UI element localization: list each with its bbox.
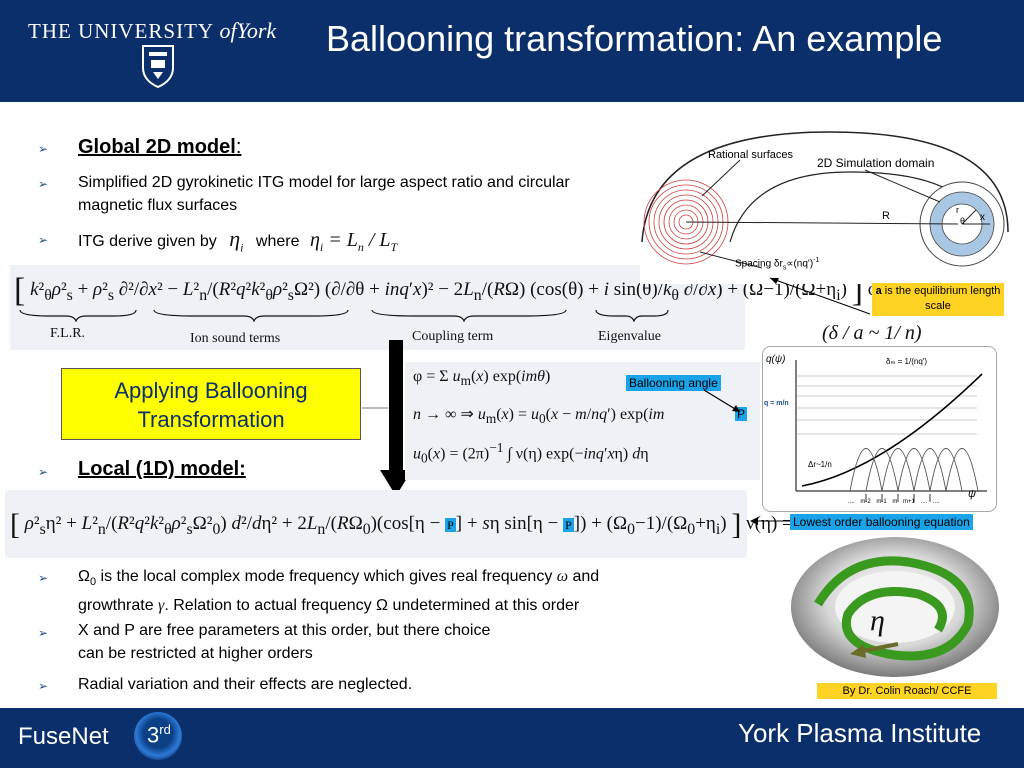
lowest-order-tag: Lowest order ballooning equation	[790, 514, 973, 530]
down-arrow-icon	[362, 340, 412, 496]
fusenet-label: FuseNet	[18, 723, 109, 750]
simplified-model-text: Simplified 2D gyrokinetic ITG model for …	[78, 174, 570, 214]
third-badge-icon: 3rd	[134, 712, 182, 760]
x-label: x	[980, 212, 985, 223]
credit-box: By Dr. Colin Roach/ CCFE	[817, 683, 997, 699]
slide-title: Ballooning transformation: An example	[326, 18, 943, 59]
equilibrium-box: a is the equilibrium length scale	[872, 283, 1004, 316]
simulation-domain-label: 2D Simulation domain	[817, 156, 935, 170]
equation-underbraces	[19, 309, 669, 322]
header-bar	[0, 0, 1024, 102]
ballooning-angle-tag: Ballooning angle	[626, 375, 721, 391]
transform-eq-3: u0(x) = (2π)−1 ∫ ν(η) exp(−inq′xη) dη	[413, 440, 649, 466]
r-major-label: R	[882, 210, 890, 222]
local-equation: [ ρ²sη² + L²n/(R²q²k²θρ²sΩ²0) d²/dη² + 2…	[10, 508, 807, 541]
local-model-heading: Local (1D) model:	[78, 458, 246, 480]
bullet-arrow-icon: ➢	[38, 142, 49, 156]
theta-label: θ	[960, 216, 966, 226]
flr-label: F.L.R.	[50, 326, 86, 341]
ballooning-angle-arrow	[703, 389, 741, 413]
eta-symbol: η	[870, 604, 885, 637]
ion-sound-label: Ion sound terms	[190, 331, 281, 346]
radial-text: Radial variation and their effects are n…	[78, 676, 413, 693]
plot-dm-label: δₘ = 1/(nq')	[886, 357, 927, 366]
r-minor-label: r	[956, 205, 959, 215]
global-equation: [ k²θρ²s + ρ²s ∂²/∂x² − L²n/(R²q²k²θρ²sΩ…	[14, 272, 943, 309]
spacing-label: Spacing δrs∝(nq')-1	[735, 257, 820, 272]
york-plasma-institute-label: York Plasma Institute	[738, 718, 982, 748]
global-model-heading: Global 2D model:	[78, 136, 242, 158]
bullet-arrow-icon: ➢	[38, 679, 49, 693]
itg-text: ITG derive given by ηi where ηi = Ln / L…	[78, 226, 398, 255]
local-equation-box	[5, 490, 747, 558]
eigenvalue-label: Eigenvalue	[598, 329, 661, 344]
bullet-arrow-icon: ➢	[38, 233, 49, 247]
xp-text: X and P are free parameters at this orde…	[78, 622, 491, 662]
university-crest-icon	[142, 45, 174, 88]
bullet-arrow-icon: ➢	[38, 571, 49, 585]
rational-surfaces-label: Rational surfaces	[708, 149, 793, 161]
lowest-order-arrow	[750, 517, 790, 525]
global-equation-box	[10, 265, 745, 350]
plot-ticks: .... m-2 m-1 m m+1 .... ....	[848, 499, 940, 505]
torus-field-line-image	[791, 537, 999, 677]
plot-ylabel: q(ψ)	[766, 354, 786, 365]
coupling-label: Coupling term	[412, 329, 494, 344]
plot-qmn-label: q = m/n	[764, 400, 789, 407]
transform-eq-2: n → ∞ ⇒ um(x) = u0(x − m/nq′) exp(im	[413, 406, 665, 427]
equilibrium-arrow	[769, 277, 871, 315]
delta-ratio: (δ / a ~ 1/ n)	[822, 322, 922, 344]
transform-eq-1: φ = Σ um(x) exp(imθ)	[413, 368, 551, 389]
plot-xlabel: ψ	[968, 488, 977, 500]
university-logo-text: THE UNIVERSITY ofYork	[28, 18, 277, 43]
omega0-text: Ω0 is the local complex mode frequency w…	[78, 568, 600, 615]
bullet-arrow-icon: ➢	[38, 626, 49, 640]
applying-ballooning-box: Applying Ballooning Transformation	[61, 368, 361, 440]
plot-dr-label: Δr~1/n	[808, 460, 832, 469]
q-profile-plot	[762, 346, 997, 512]
bullet-arrow-icon: ➢	[38, 177, 49, 191]
bullet-arrow-icon: ➢	[38, 465, 49, 479]
simulation-domain-diagram	[640, 102, 1012, 284]
